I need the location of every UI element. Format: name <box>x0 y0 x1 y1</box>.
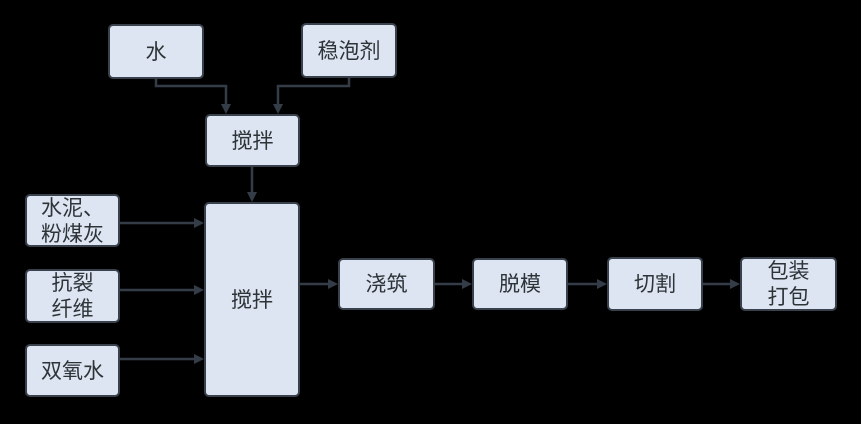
node-cutting-label: 切割 <box>634 272 676 296</box>
node-hydrogen-peroxide-label: 双氧水 <box>41 358 104 383</box>
arrow-demolding-to-cutting <box>568 279 607 289</box>
arrow-anticrack-fiber-to-mix-main <box>120 285 204 295</box>
arrow-water-to-mix-small <box>154 79 231 114</box>
arrow-mix-main-to-pouring <box>300 279 338 289</box>
node-foam-stabilizer-label: 稳泡剂 <box>317 38 381 63</box>
node-pouring: 浇筑 <box>338 258 435 310</box>
arrow-mix-small-to-mix-main <box>247 167 257 202</box>
node-water: 水 <box>108 24 204 79</box>
node-mix-main-label: 搅拌 <box>231 287 273 312</box>
node-packaging-line2: 打包 <box>767 285 810 309</box>
node-packaging: 包装 打包 <box>740 257 837 311</box>
node-mix-small-label: 搅拌 <box>231 128 274 153</box>
arrow-pouring-to-demolding <box>435 279 472 289</box>
node-pouring-label: 浇筑 <box>365 272 408 296</box>
node-cement-flyash-line2: 粉煤灰 <box>41 221 104 246</box>
arrow-cutting-to-packaging <box>703 279 740 289</box>
node-cement-flyash: 水泥、 粉煤灰 <box>25 194 120 247</box>
node-cutting: 切割 <box>607 257 703 311</box>
node-anticrack-fiber: 抗裂 纤维 <box>25 269 120 323</box>
node-anticrack-fiber-line2: 纤维 <box>51 297 94 321</box>
node-cement-flyash-line1: 水泥、 <box>41 195 104 220</box>
node-demolding-label: 脱模 <box>499 272 541 296</box>
node-water-label: 水 <box>145 39 167 64</box>
arrow-cement-flyash-to-mix-main <box>120 218 204 228</box>
arrow-hydrogen-peroxide-to-mix-main <box>120 354 204 364</box>
node-demolding: 脱模 <box>472 258 568 310</box>
arrow-foam-stabilizer-to-mix-small <box>273 78 351 114</box>
node-mix-small: 搅拌 <box>205 114 300 167</box>
node-hydrogen-peroxide: 双氧水 <box>25 344 120 397</box>
node-packaging-line1: 包装 <box>767 259 810 283</box>
node-mix-main: 搅拌 <box>204 202 300 397</box>
node-anticrack-fiber-line1: 抗裂 <box>51 271 94 295</box>
node-foam-stabilizer: 稳泡剂 <box>301 23 397 78</box>
